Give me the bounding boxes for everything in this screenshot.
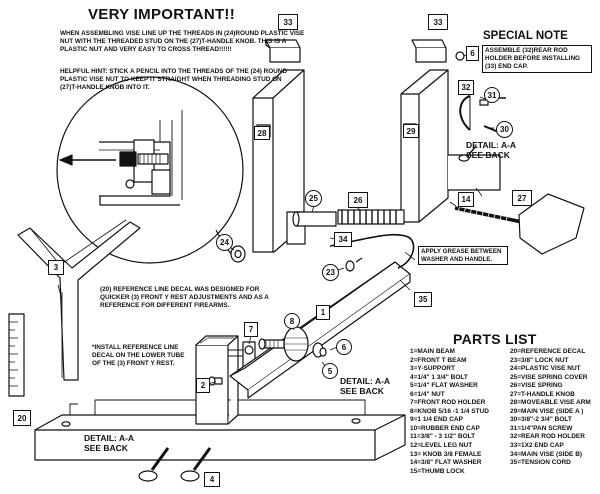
list-item: 25=VISE SPRING COVER xyxy=(510,373,588,381)
callout-7: 7 xyxy=(244,322,258,337)
tension-cord-part xyxy=(329,233,415,269)
list-item: 29=MAIN VISE (SIDE A ) xyxy=(510,407,584,415)
callout-4: 4 xyxy=(204,472,220,487)
list-item: 14=3/8" FLAT WASHER xyxy=(410,459,482,467)
special-note-body: ASSEMBLE (32)REAR ROD HOLDER BEFORE INST… xyxy=(482,45,592,73)
front-t-beam-part xyxy=(34,399,406,461)
callout-28: 28 xyxy=(254,126,270,140)
special-note-title: SPECIAL NOTE xyxy=(483,30,568,42)
magnified-detail-view xyxy=(56,76,244,264)
main-beam-part xyxy=(229,261,411,399)
callout-26: 26 xyxy=(348,192,368,208)
detail-note: DETAIL: A-A SEE BACK xyxy=(466,140,516,160)
end-cap-right xyxy=(411,39,447,63)
callout-33: 33 xyxy=(278,14,298,30)
list-item: 31=1/4"PAN SCREW xyxy=(510,424,573,432)
callout-31: 31 xyxy=(484,87,500,103)
list-item: 2=FRONT T BEAM xyxy=(410,356,467,364)
callout-33: 33 xyxy=(428,14,448,30)
list-item: 9=1 1/4 END CAP xyxy=(410,416,463,424)
list-item: 5=1/4" FLAT WASHER xyxy=(410,382,478,390)
list-item: 8=KNOB 5/16 -1 1/4 STUD xyxy=(410,407,489,415)
callout-24: 24 xyxy=(216,234,233,251)
hardware-nut-washer xyxy=(208,342,327,386)
knob-part xyxy=(258,326,309,362)
page-title: VERY IMPORTANT!! xyxy=(88,6,236,23)
callout-23: 23 xyxy=(322,264,339,281)
list-item: 26=VISE SPRING xyxy=(510,382,563,390)
callout-3: 3 xyxy=(48,260,64,275)
vise-spring-assembly xyxy=(292,209,405,227)
list-item: 27=T-HANDLE KNOB xyxy=(510,390,575,398)
install-decal-note: *INSTALL REFERENCE LINE DECAL ON THE LOW… xyxy=(92,344,185,367)
list-item: 32=REAR ROD HOLDER xyxy=(510,433,585,441)
list-item: 3=Y-SUPPORT xyxy=(410,365,455,373)
list-item: 34=MAIN VISE (SIDE B) xyxy=(510,450,583,458)
list-item: 20=REFERENCE DECAL xyxy=(510,348,586,355)
callout-1: 1 xyxy=(316,305,330,320)
reference-decal-note: (20) REFERENCE LINE DECAL WAS DESIGNED F… xyxy=(100,286,269,309)
leveling-leg-parts xyxy=(138,447,212,482)
callout-14: 14 xyxy=(458,192,474,207)
list-item: 6=1/4" NUT xyxy=(410,390,445,398)
list-item: 10=RUBBER END CAP xyxy=(410,424,480,432)
list-item: 12=LEVEL LEG NUT xyxy=(410,442,473,450)
parts-list-title: PARTS LIST xyxy=(453,331,537,347)
callout-8: 8 xyxy=(284,313,300,329)
callout-6: 6 xyxy=(466,46,479,61)
detail-note: DETAIL: A-A SEE BACK xyxy=(340,376,390,396)
callout-5: 5 xyxy=(322,363,338,379)
main-vise-base xyxy=(448,154,501,191)
plastic-vise-nut-part xyxy=(230,245,246,263)
list-item: 23=3/8" LOCK NUT xyxy=(510,356,569,364)
list-item: 4=1/4" 1 3/4" BOLT xyxy=(410,373,468,381)
list-item: 24=PLASTIC VISE NUT xyxy=(510,365,581,373)
list-item: 7=FRONT ROD HOLDER xyxy=(410,399,486,407)
main-vise-part xyxy=(400,69,449,223)
callout-32: 32 xyxy=(458,80,474,95)
t-handle-assembly xyxy=(454,193,585,255)
warning-text: WHEN ASSEMBLING VISE LINE UP THE THREADS… xyxy=(60,30,305,54)
helpful-hint-text: HELPFUL HINT: STICK A PENCIL INTO THE TH… xyxy=(60,68,288,92)
list-item: 13= KNOB 3/8 FEMALE xyxy=(410,450,482,458)
parts-list-left-column: 1=MAIN BEAM 2=FRONT T BEAM 3=Y-SUPPORT 4… xyxy=(410,348,489,476)
callout-29: 29 xyxy=(403,124,419,138)
list-item: 33=1X2 END CAP xyxy=(510,442,564,450)
parts-list-right-column: 20=REFERENCE DECAL 23=3/8" LOCK NUT 24=P… xyxy=(510,348,591,468)
callout-27: 27 xyxy=(512,190,532,206)
list-item: 11=3/8" - 3 1/2" BOLT xyxy=(410,433,476,441)
callout-34: 34 xyxy=(334,232,352,247)
nut-part xyxy=(455,51,465,61)
list-item: 15=THUMB LOCK xyxy=(410,467,465,475)
detail-note: DETAIL: A-A SEE BACK xyxy=(84,433,134,453)
lock-nut-part xyxy=(345,257,363,272)
list-item: 35=TENSION CORD xyxy=(510,459,571,467)
callout-35: 35 xyxy=(414,292,432,307)
grease-note: APPLY GREASE BETWEEN WASHER AND HANDLE. xyxy=(418,246,508,265)
callout-6: 6 xyxy=(336,339,352,355)
end-cap-left xyxy=(265,39,301,63)
list-item: 1=MAIN BEAM xyxy=(410,348,455,355)
callout-30: 30 xyxy=(496,121,513,138)
list-item: 28=MOVEABLE VISE ARM xyxy=(510,399,591,407)
callout-25: 25 xyxy=(305,190,322,207)
callout-2: 2 xyxy=(196,378,210,393)
reference-decal-part xyxy=(8,313,25,397)
list-item: 30=3/8"-2 3/4" BOLT xyxy=(510,416,572,424)
callout-20: 20 xyxy=(13,410,31,426)
